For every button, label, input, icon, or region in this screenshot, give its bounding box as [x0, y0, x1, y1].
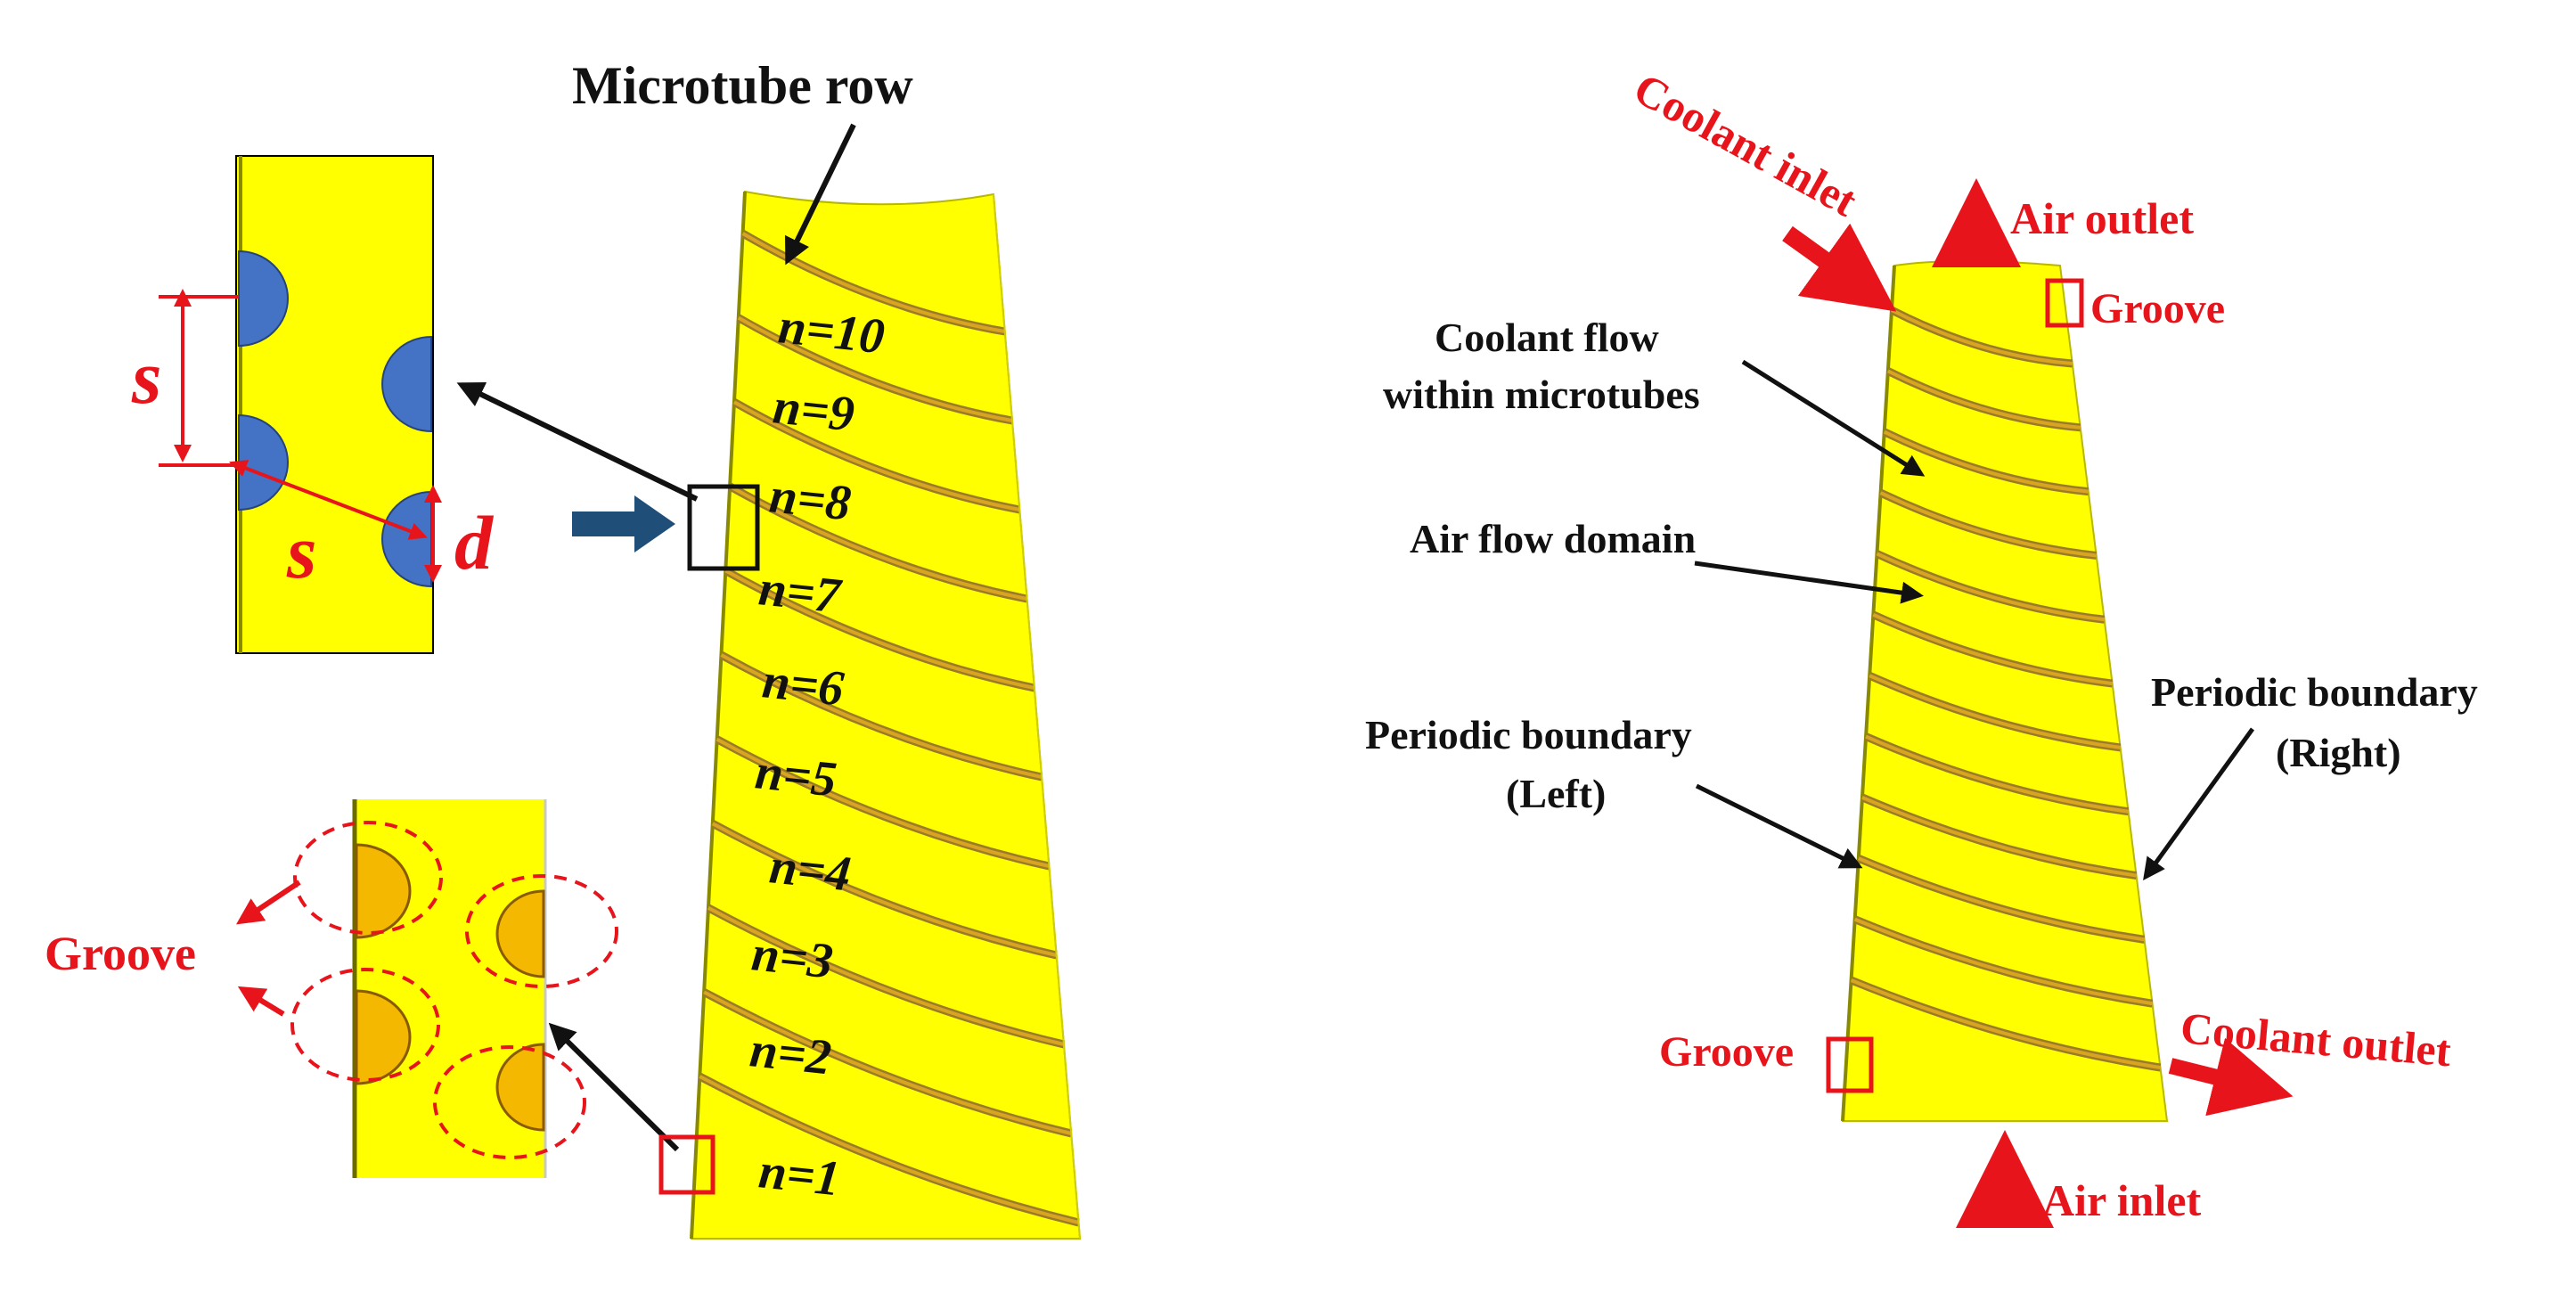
- right-fin-microtube-row-2: [1886, 369, 2081, 430]
- left-fin-microtube-row-4: [729, 485, 1027, 601]
- leader-periodic-right: [2143, 727, 2255, 881]
- right-fin-microtube-row-10: [1858, 856, 2145, 942]
- label-microtube-row: Microtube row: [572, 56, 913, 115]
- left-panel: s s d Groove: [45, 56, 1082, 1240]
- leader-microtube-row: [785, 123, 856, 266]
- label-coolant-outlet: Coolant outlet: [2179, 1002, 2453, 1076]
- view-direction-arrow: [572, 495, 675, 552]
- detail-spacing-inset: s s d: [131, 155, 495, 654]
- right-fin-microtube-row-8: [1865, 734, 2129, 814]
- right-panel: Coolant inlet Air outlet Groove Coolant …: [1365, 63, 2478, 1228]
- row-label-n2: n=2: [748, 1022, 834, 1085]
- groove-bottom-highlight-box: [1826, 1036, 1874, 1093]
- row-label-n10: n=10: [776, 299, 887, 364]
- left-fin-microtube-row-2: [737, 315, 1013, 422]
- row-label-n3: n=3: [749, 926, 836, 989]
- right-fin-microtube-row-9: [1861, 796, 2137, 878]
- fin-groove-highlight-box: [658, 1134, 716, 1195]
- left-fin-right-edge: [993, 193, 1081, 1240]
- leader-air-flow-domain: [1694, 561, 1924, 604]
- label-periodic-left-line1: Periodic boundary: [1365, 712, 1692, 757]
- tube-half-3: [381, 335, 432, 433]
- dim-s-diagonal-line: [229, 460, 428, 540]
- groove-highlight-3: [465, 874, 618, 988]
- left-fin-microtube-rows: [698, 230, 1080, 1227]
- left-fin-microtube-row-6: [720, 653, 1043, 779]
- arrow-coolant-outlet: [2168, 1037, 2294, 1117]
- right-fin-microtube-row-1: [1891, 308, 2073, 365]
- left-fin-microtube-row-10: [703, 990, 1072, 1135]
- right-fin-microtube-row-12: [1850, 978, 2161, 1069]
- right-fin-microtube-row-4: [1879, 491, 2097, 558]
- label-air-outlet: Air outlet: [2010, 193, 2194, 243]
- label-periodic-right-line1: Periodic boundary: [2151, 669, 2478, 715]
- right-fin-microtube-row-11: [1853, 917, 2153, 1006]
- label-coolant-flow-line1: Coolant flow: [1435, 315, 1659, 360]
- tube-half-1-fill: [238, 250, 289, 348]
- label-air-inlet: Air inlet: [2042, 1175, 2202, 1225]
- leader-coolant-flow: [1741, 359, 1926, 477]
- row-label-n8: n=8: [767, 468, 854, 531]
- label-periodic-right-line2: (Right): [2276, 730, 2401, 775]
- row-label-n7: n=7: [756, 561, 845, 624]
- groove-highlight-2: [290, 968, 440, 1082]
- leader-to-groove-inset: [548, 1022, 680, 1152]
- label-periodic-left-line2: (Left): [1506, 771, 1606, 816]
- groove-cavity-3: [495, 889, 545, 978]
- groove-arrow-lower: [237, 986, 285, 1017]
- left-fin-microtube-row-7: [716, 737, 1050, 868]
- arrow-coolant-inlet: [1782, 223, 1897, 312]
- detail-groove-inset: Groove: [45, 799, 618, 1178]
- row-label-n9: n=9: [771, 379, 857, 442]
- label-coolant-inlet: Coolant inlet: [1626, 63, 1866, 226]
- groove-arrow-upper: [236, 880, 301, 925]
- row-label-n5: n=5: [753, 744, 839, 807]
- label-groove-bottom: Groove: [1659, 1028, 1794, 1076]
- right-fin-microtube-row-3: [1883, 430, 2089, 494]
- left-fin-microtube-row-3: [732, 400, 1020, 511]
- left-fin-microtube-row-8: [711, 822, 1058, 957]
- label-coolant-flow-line2: within microtubes: [1383, 372, 1700, 417]
- row-labels: n=1 n=2 n=3 n=4 n=5 n=6 n=7 n=8 n=9 n=10: [748, 299, 887, 1207]
- row-label-n1: n=1: [756, 1143, 843, 1207]
- fin-spacing-highlight-box: [687, 484, 760, 571]
- left-fin-microtube-row-5: [724, 569, 1035, 690]
- row-label-n6: n=6: [760, 653, 846, 716]
- right-fin-microtube-row-5: [1876, 552, 2105, 622]
- left-fin-microtube-row-1: [741, 232, 1006, 333]
- leader-to-spacing-inset: [456, 381, 699, 502]
- leader-periodic-left: [1695, 783, 1863, 869]
- left-fin-body: [690, 190, 1082, 1240]
- label-groove-left: Groove: [45, 927, 196, 980]
- right-fin-microtube-row-7: [1869, 674, 2121, 749]
- groove-top-highlight-box: [2045, 278, 2084, 328]
- left-fin: [690, 190, 1082, 1240]
- groove-highlight-4: [433, 1045, 586, 1159]
- right-fin-edge: [1841, 265, 1896, 1122]
- left-fin-edge: [690, 191, 747, 1240]
- right-fin-microtube-rows: [1849, 306, 2162, 1072]
- label-s-diagonal: s: [286, 509, 316, 594]
- left-fin-microtube-row-9: [707, 906, 1065, 1046]
- label-groove-top: Groove: [2090, 285, 2225, 332]
- label-d: d: [454, 500, 495, 585]
- label-air-flow-domain: Air flow domain: [1410, 516, 1696, 561]
- label-s-vertical: s: [131, 334, 161, 420]
- row-label-n4: n=4: [767, 839, 854, 902]
- right-fin: [1841, 260, 2169, 1122]
- right-fin-microtube-row-6: [1872, 612, 2113, 686]
- groove-highlight-1: [293, 821, 443, 935]
- left-fin-microtube-row-11: [699, 1075, 1079, 1224]
